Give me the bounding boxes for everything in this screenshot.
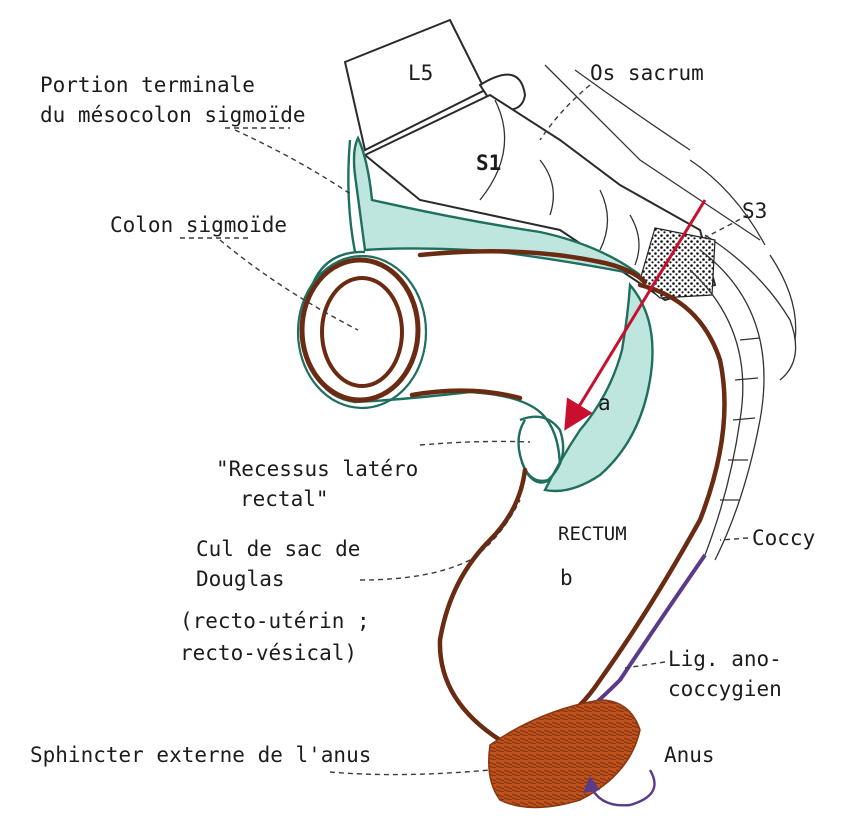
label-point-b: b: [560, 566, 573, 590]
label-os-sacrum: Os sacrum: [590, 61, 704, 85]
label-s1: S1: [476, 151, 501, 175]
label-coccyx: Coccy: [752, 526, 815, 550]
label-point-a: a: [598, 391, 611, 415]
sigmoid-colon-inner: [322, 278, 402, 386]
label-recto-line1: (recto-utérin ;: [180, 609, 370, 633]
rectum-anterior-wall: [440, 470, 525, 740]
label-recessus-line2: rectal": [240, 487, 329, 511]
label-douglas-line2: Douglas: [196, 567, 285, 591]
label-l5: L5: [408, 61, 433, 85]
label-douglas-line1: Cul de sac de: [196, 537, 360, 561]
label-rectum: RECTUM: [558, 523, 627, 545]
label-colon-sigmoide: Colon sigmoïde: [110, 213, 287, 237]
leader-recessus: [420, 441, 530, 445]
leader-douglas: [360, 500, 520, 580]
label-s3: S3: [742, 199, 767, 223]
leader-mesocolon: [235, 130, 352, 195]
label-mesocolon-line1: Portion terminale: [40, 73, 255, 97]
label-recessus-line1: "Recessus latéro: [216, 457, 418, 481]
label-lig-line1: Lig. ano-: [668, 647, 782, 671]
leader-sphincter: [330, 770, 490, 775]
label-recto-line2: recto-vésical): [180, 641, 357, 665]
label-lig-line2: coccygien: [668, 677, 782, 701]
label-sphincter: Sphincter externe de l'anus: [30, 743, 371, 767]
label-mesocolon-line2: du mésocolon sigmoïde: [40, 103, 306, 127]
label-anus: Anus: [664, 743, 715, 767]
coccyx-outer: [700, 250, 764, 560]
external-anal-sphincter: [489, 700, 640, 808]
